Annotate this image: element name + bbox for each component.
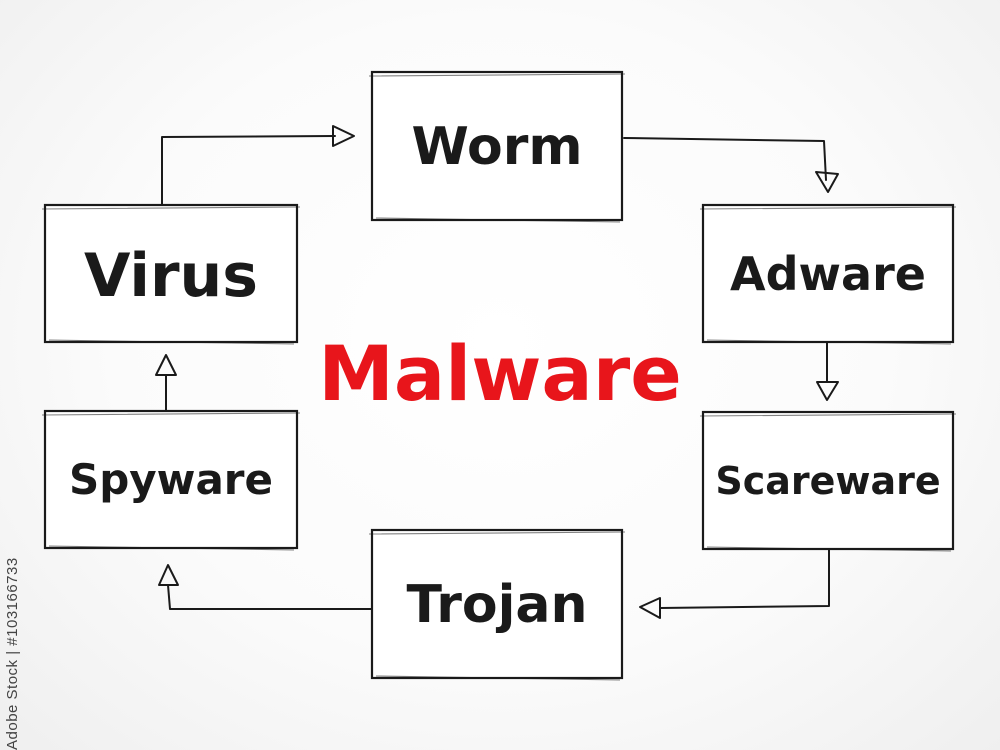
stock-watermark: Adobe Stock | #103166733	[4, 557, 21, 750]
node-virus: Virus	[41, 203, 301, 345]
edge-trojan-to-spyware	[158, 564, 372, 610]
edge-worm-to-adware	[623, 137, 839, 193]
center-title: Malware	[318, 329, 682, 418]
node-trojan: Trojan	[368, 528, 626, 681]
edge-virus-to-worm	[161, 125, 355, 206]
node-label-spyware: Spyware	[69, 455, 273, 504]
node-spyware: Spyware	[41, 409, 301, 551]
node-label-scareware: Scareware	[715, 459, 940, 503]
node-label-worm: Worm	[411, 117, 582, 177]
node-label-virus: Virus	[84, 241, 258, 311]
node-label-adware: Adware	[730, 247, 926, 301]
node-label-trojan: Trojan	[406, 575, 587, 635]
edge-spyware-to-virus	[155, 354, 177, 411]
node-scareware: Scareware	[699, 410, 957, 552]
edge-scareware-to-trojan	[639, 549, 830, 619]
edge-adware-to-scareware	[816, 341, 839, 401]
node-worm: Worm	[368, 70, 626, 223]
node-adware: Adware	[699, 203, 957, 345]
